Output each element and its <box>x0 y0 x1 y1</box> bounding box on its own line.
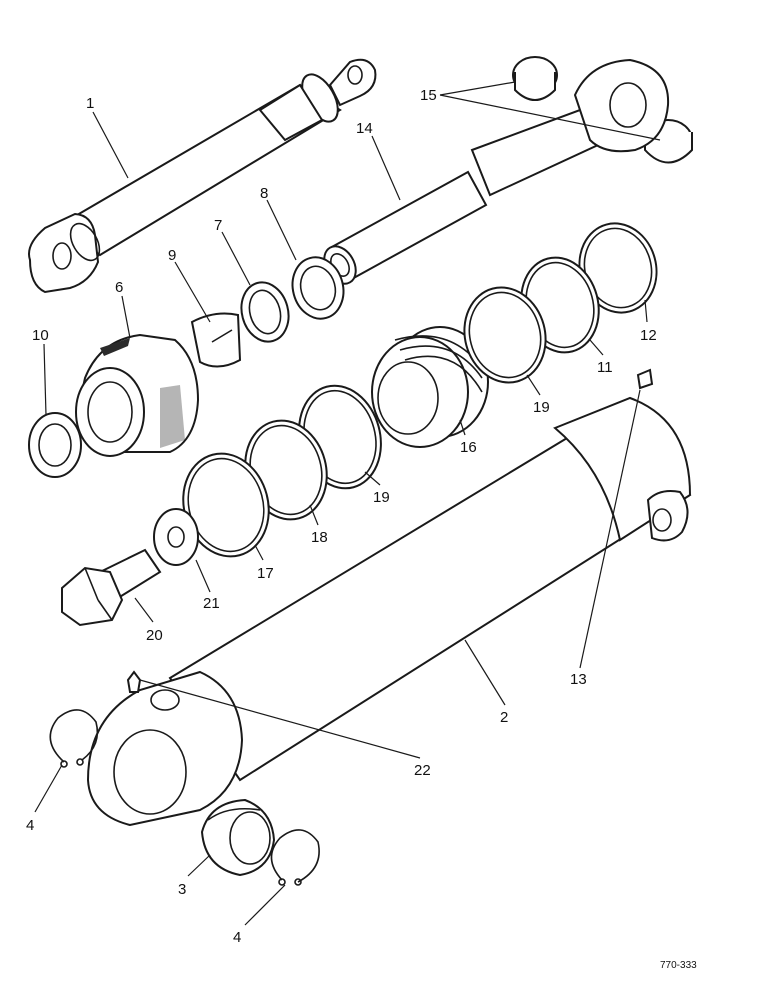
callout-3: 3 <box>178 881 186 898</box>
part-6-gland <box>75 333 200 457</box>
part-2-barrel <box>86 396 692 827</box>
reference-code: 770-333 <box>660 960 697 971</box>
part-14-piston-rod <box>323 58 670 285</box>
callout-11: 11 <box>597 359 613 376</box>
part-13-grease-fitting <box>636 368 654 390</box>
callout-9: 9 <box>168 247 176 264</box>
callout-16: 16 <box>460 439 477 456</box>
leader-lines <box>34 81 661 926</box>
part-1-cylinder-assembly <box>28 58 377 294</box>
part-3-bushing <box>200 798 276 877</box>
part-10-wiper-seal <box>28 412 82 478</box>
callout-13: 13 <box>570 671 587 688</box>
callout-1: 1 <box>86 95 94 112</box>
callout-22: 22 <box>414 762 431 779</box>
callout-19-lower: 19 <box>373 489 390 506</box>
callout-21: 21 <box>203 595 220 612</box>
part-19-seal-ring-upper <box>463 286 547 384</box>
callout-17: 17 <box>257 565 274 582</box>
part-15-bushings <box>512 56 693 164</box>
part-16-piston <box>371 326 489 448</box>
callout-7: 7 <box>214 217 222 234</box>
callout-2: 2 <box>500 709 508 726</box>
part-22-grease-fitting <box>126 670 142 693</box>
callout-18: 18 <box>311 529 328 546</box>
part-8-seal-ring <box>291 256 345 320</box>
part-7-backup-ring <box>240 281 290 343</box>
callout-20: 20 <box>146 627 163 644</box>
callout-8: 8 <box>260 185 268 202</box>
part-9-bearing <box>190 312 242 368</box>
callout-12: 12 <box>640 327 657 344</box>
callout-10: 10 <box>32 327 49 344</box>
callout-labels: 1 15 14 8 7 9 6 10 12 11 19 16 19 18 17 … <box>26 87 697 971</box>
callout-4-upper: 4 <box>26 817 34 834</box>
callout-4-lower: 4 <box>233 929 241 946</box>
callout-14: 14 <box>356 120 373 137</box>
callout-6: 6 <box>115 279 123 296</box>
part-4-snap-ring-upper <box>49 709 99 768</box>
part-20-bolt <box>61 548 162 627</box>
callout-15: 15 <box>420 87 437 104</box>
part-4-snap-ring-lower <box>270 829 320 886</box>
part-21-washer <box>153 508 199 566</box>
callout-19-upper: 19 <box>533 399 550 416</box>
